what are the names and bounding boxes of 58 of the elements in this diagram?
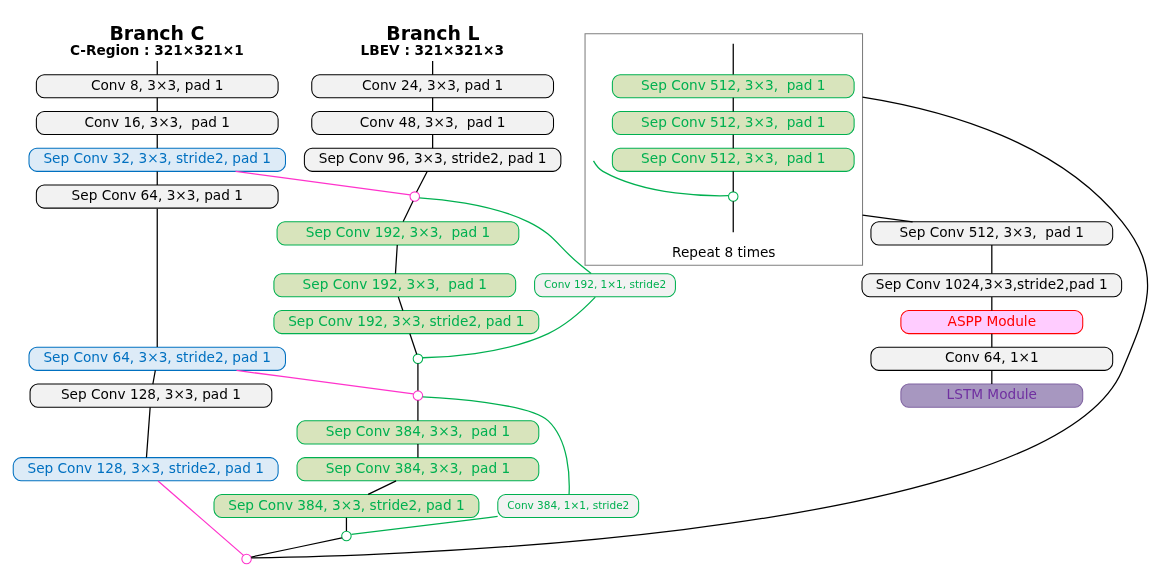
- connector: [417, 362, 419, 391]
- node-box: Sep Conv 96, 3×3, stride2, pad 1: [303, 147, 562, 172]
- connector: [409, 332, 418, 355]
- node-box: Sep Conv 512, 3×3, pad 1: [870, 220, 1114, 245]
- connector: [732, 170, 734, 192]
- node-box: Sep Conv 32, 3×3, stride2, pad 1: [28, 147, 286, 172]
- node-box: Sep Conv 384, 3×3, pad 1: [296, 419, 540, 444]
- connector: [732, 42, 734, 75]
- connector: [152, 369, 156, 385]
- node-box: Sep Conv 512, 3×3, pad 1: [611, 110, 855, 135]
- node-box: Conv 384, 1×1, stride2: [497, 493, 640, 518]
- connector: [350, 515, 499, 535]
- connector: [732, 200, 734, 233]
- node-box: Sep Conv 64, 3×3, stride2, pad 1: [28, 346, 286, 371]
- node-text: Branch L LBEV : 321×321×3: [360, 21, 505, 58]
- node-box: Sep Conv 128, 3×3, stride2, pad 1: [12, 456, 279, 481]
- connector: [397, 295, 404, 311]
- node-box: Conv 48, 3×3, pad 1: [311, 110, 555, 135]
- connector: [592, 159, 729, 196]
- connector: [156, 207, 158, 348]
- node-box: ASPP Module: [900, 309, 1084, 334]
- node-box: Sep Conv 192, 3×3, stride2, pad 1: [273, 309, 540, 334]
- node-circle: [341, 530, 352, 541]
- node-box: Conv 24, 3×3, pad 1: [311, 73, 555, 98]
- connector: [250, 536, 343, 558]
- node-box: LSTM Module: [900, 383, 1084, 408]
- connector: [422, 296, 596, 358]
- connector: [417, 399, 419, 421]
- connector: [422, 395, 570, 495]
- connector: [402, 199, 414, 222]
- node-circle: [412, 389, 424, 401]
- connector: [861, 213, 914, 222]
- node-circle: [728, 190, 739, 202]
- node-box: Sep Conv 64, 3×3, pad 1: [35, 184, 279, 209]
- node-box: Sep Conv 192, 3×3, pad 1: [276, 220, 520, 245]
- node-box: Sep Conv 1024,3×3,stride2,pad 1: [861, 272, 1123, 297]
- node-box: Sep Conv 128, 3×3, pad 1: [29, 383, 273, 408]
- node-circle: [241, 553, 252, 564]
- node-text: Branch C C-Region : 321×321×1: [70, 21, 244, 58]
- connector: [157, 479, 245, 556]
- node-box: Conv 8, 3×3, pad 1: [35, 73, 279, 98]
- node-circle: [412, 353, 424, 364]
- connector: [367, 479, 397, 495]
- connector: [145, 406, 151, 458]
- connector: [418, 196, 592, 274]
- node-box: Conv 16, 3×3, pad 1: [35, 110, 279, 135]
- node-circle: [409, 190, 420, 202]
- node-box: Sep Conv 384, 3×3, pad 1: [296, 456, 540, 481]
- connector: [991, 243, 993, 274]
- node-box: Sep Conv 192, 3×3, pad 1: [273, 272, 517, 297]
- connector: [415, 170, 428, 193]
- node-box: Conv 64, 1×1: [870, 346, 1114, 371]
- connector: [394, 243, 398, 274]
- node-box: Sep Conv 512, 3×3, pad 1: [611, 147, 855, 172]
- node-box: Conv 192, 1×1, stride2: [534, 272, 676, 297]
- node-box: Sep Conv 384, 3×3, stride2, pad 1: [213, 493, 480, 518]
- connector: [417, 442, 419, 458]
- node-box: Sep Conv 512, 3×3, pad 1: [611, 73, 855, 98]
